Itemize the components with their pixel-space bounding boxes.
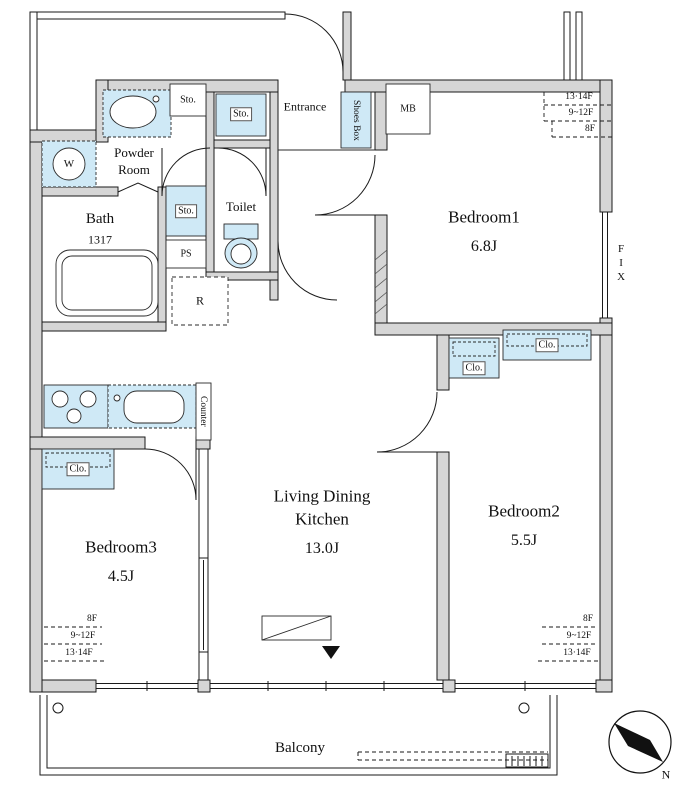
pipe-space-box — [165, 239, 207, 269]
powder-door-arc — [161, 147, 211, 197]
bedroom2-door-arc — [376, 391, 438, 453]
bathtub — [55, 249, 159, 317]
compass — [608, 710, 672, 774]
storage-mid-label: Sto. — [175, 204, 197, 218]
ldk-label-line1: Living Dining — [273, 486, 371, 506]
sink — [123, 390, 185, 424]
wall-hatch — [374, 249, 388, 315]
balcony-outline — [39, 695, 558, 776]
shoes-box-label: Shoes Box — [351, 99, 362, 141]
pipe-space-label: PS — [180, 248, 192, 260]
toilet-door-arc — [217, 147, 267, 197]
balcony-drain — [52, 702, 64, 714]
washer-label: W — [63, 157, 75, 170]
floor-annotation-br-3: 13·14F — [563, 647, 591, 658]
corridor-outline — [29, 11, 583, 133]
bedroom3-size: 4.5J — [107, 568, 135, 586]
faucet — [152, 95, 160, 103]
partition-sliding-door — [198, 448, 209, 681]
closet-bedroom3-label: Clo. — [66, 462, 90, 476]
floor-annotation-br-1: 8F — [582, 613, 594, 624]
toilet-seat — [230, 243, 252, 265]
burner — [51, 390, 69, 408]
fix-window-label: FIX — [615, 243, 628, 285]
toilet-label: Toilet — [225, 198, 257, 214]
ldk-size: 13.0J — [304, 540, 340, 558]
windows — [96, 211, 612, 691]
bedroom1-label: Bedroom1 — [448, 207, 520, 227]
balcony-drain — [518, 702, 530, 714]
bath-label: Bath — [85, 210, 115, 227]
wash-basin — [109, 95, 157, 129]
floor-annotation-bl-3: 13·14F — [65, 647, 93, 658]
floor-annotation-bl-1: 8F — [86, 613, 98, 624]
floor-annotation-lines — [44, 92, 612, 662]
compass-north-arrow — [614, 723, 663, 762]
burner — [79, 390, 97, 408]
refrigerator-box — [171, 276, 229, 326]
floor-annotation-tr-1: 13·14F — [565, 91, 593, 102]
bedroom2-label: Bedroom2 — [488, 501, 560, 521]
bedroom3-door-arc — [144, 448, 197, 501]
entrance-door-arc — [284, 13, 344, 73]
refrigerator-label: R — [195, 293, 205, 308]
floor-annotation-tr-2: 9~12F — [568, 107, 594, 118]
washer-drum — [52, 147, 86, 181]
walls — [29, 11, 613, 693]
floor-annotation-bl-2: 9~12F — [70, 630, 96, 641]
bath-folding-door — [117, 182, 159, 193]
door-swings — [117, 13, 438, 501]
closet-bedroom2-left-label: Clo. — [462, 361, 486, 375]
storage-top-label: Sto. — [180, 94, 196, 106]
compass-north-label: N — [661, 767, 671, 782]
bedroom3-label: Bedroom3 — [85, 537, 157, 557]
storage-top-box — [169, 83, 207, 117]
ldk-label-line2: Kitchen — [295, 509, 349, 529]
balcony-entry-marker — [322, 646, 340, 659]
counter-box — [195, 382, 212, 441]
toilet-tank — [223, 223, 259, 240]
balcony-label: Balcony — [275, 739, 325, 756]
shoes-box — [340, 91, 372, 149]
hall-ldk-door-arc — [277, 240, 338, 301]
bedroom1-door-arc — [314, 154, 376, 216]
counter-label: Counter — [198, 395, 209, 427]
burner — [66, 408, 82, 424]
floor-annotation-tr-3: 8F — [584, 123, 596, 134]
bath-size: 1317 — [88, 232, 112, 247]
sink-faucet — [113, 394, 121, 402]
powder-room-label-line2: Room — [118, 161, 150, 177]
entrance-label: Entrance — [283, 99, 327, 114]
floor-annotation-br-2: 9~12F — [566, 630, 592, 641]
closet-bedroom2-right-label: Clo. — [535, 338, 559, 352]
bedroom2-size: 5.5J — [510, 532, 538, 550]
powder-room-label-line1: Powder — [114, 144, 154, 160]
fixtures — [41, 83, 592, 641]
meter-box — [385, 83, 431, 135]
storage-entry-label: Sto. — [230, 107, 252, 121]
bedroom1-size: 6.8J — [470, 238, 498, 256]
meter-box-label: MB — [400, 103, 416, 115]
